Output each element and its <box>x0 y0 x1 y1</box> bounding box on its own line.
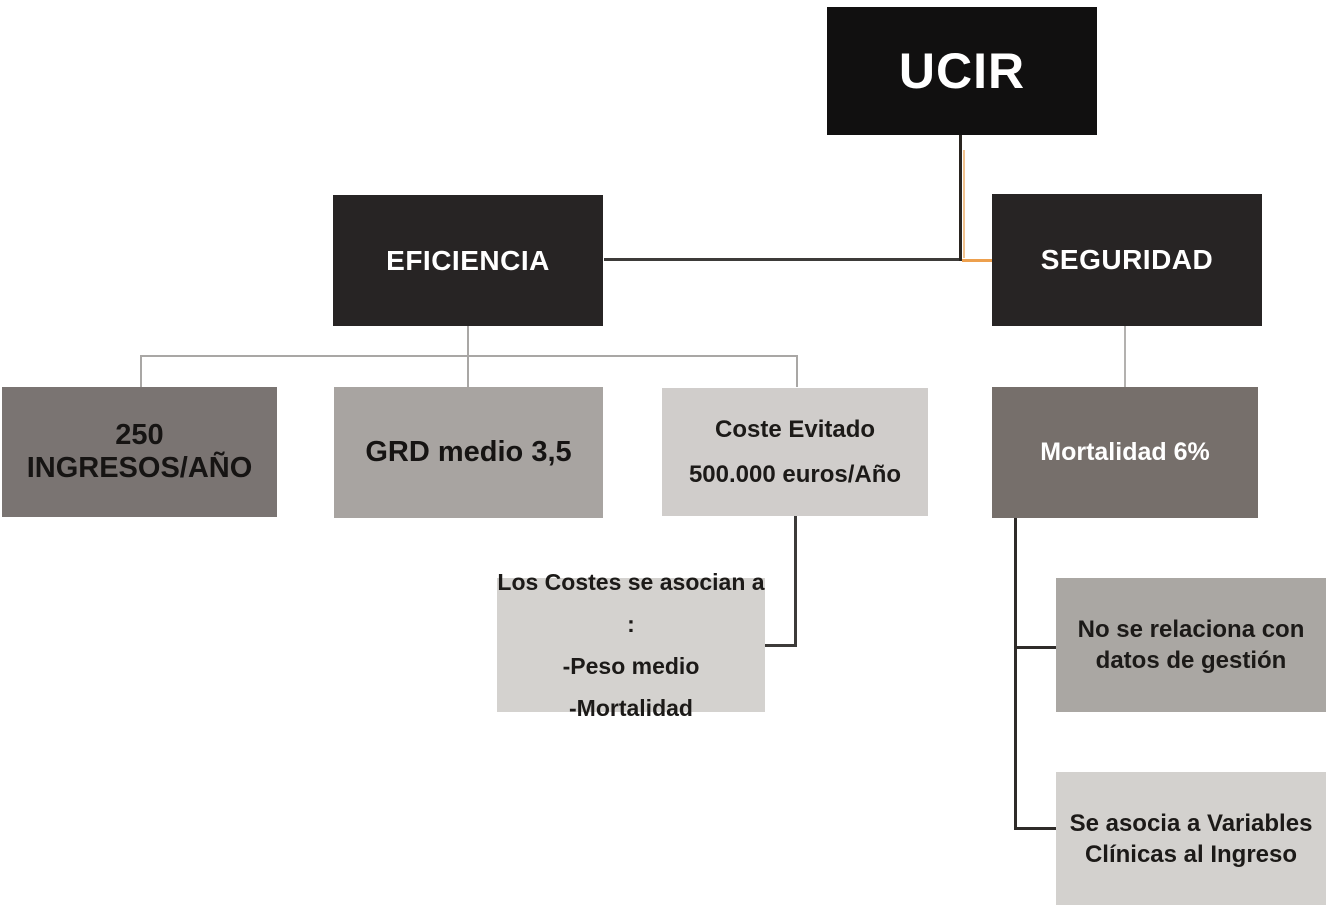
connector-seguridad-vertical <box>1124 326 1126 387</box>
node-costes-asocian-line-3: -Mortalidad <box>569 695 693 721</box>
node-no-relaciona-line-2: datos de gestión <box>1095 647 1287 674</box>
connector-mortalidad-branch-2 <box>1014 827 1056 830</box>
node-ucir: UCIR <box>827 7 1097 135</box>
node-ingresos: 250 INGRESOS/AÑO <box>2 387 277 517</box>
node-grd-label: GRD medio 3,5 <box>365 436 572 468</box>
node-grd: GRD medio 3,5 <box>334 387 603 518</box>
node-se-asocia-line-2: Clínicas al Ingreso <box>1084 840 1298 868</box>
node-eficiencia-label: EFICIENCIA <box>386 244 550 276</box>
node-se-asocia-line-1: Se asocia a Variables <box>1069 809 1313 837</box>
node-ingresos-label: 250 INGRESOS/AÑO <box>26 419 253 484</box>
node-costes-asocian: Los Costes se asocian a : -Peso medio -M… <box>497 569 765 721</box>
connector-orange-segment <box>962 259 992 262</box>
connector-drop-coste <box>796 356 798 387</box>
connector-coste-horizontal <box>765 644 796 647</box>
node-costes-asocian-line-2: -Peso medio <box>562 653 700 679</box>
node-seguridad: SEGURIDAD <box>992 194 1262 326</box>
connector-eficiencia-stub <box>467 326 469 356</box>
node-costes-asocian-line-1: Los Costes se asocian a : <box>497 569 765 637</box>
connector-eficiencia-rake <box>140 355 798 357</box>
node-mortalidad: Mortalidad 6% <box>992 387 1258 518</box>
node-no-relaciona: No se relaciona con datos de gestión <box>1056 578 1326 712</box>
connector-ucir-orange-shadow <box>963 150 965 258</box>
node-mortalidad-label: Mortalidad 6% <box>1040 438 1210 466</box>
node-coste: Coste Evitado 500.000 euros/Año <box>662 388 928 516</box>
connector-drop-grd <box>467 356 469 387</box>
node-eficiencia: EFICIENCIA <box>333 195 603 326</box>
connector-ucir-vertical <box>959 135 962 261</box>
node-ucir-label: UCIR <box>898 43 1026 99</box>
node-coste-line-1: Coste Evitado <box>714 416 876 443</box>
node-coste-line-2: 500.000 euros/Año <box>688 461 902 488</box>
node-se-asocia: Se asocia a Variables Clínicas al Ingres… <box>1056 772 1326 905</box>
connector-drop-ingresos <box>140 356 142 387</box>
connector-eficiencia-horizontal <box>604 258 959 261</box>
node-seguridad-label: SEGURIDAD <box>1040 244 1214 275</box>
node-no-relaciona-line-1: No se relaciona con <box>1077 616 1305 643</box>
connector-mortalidad-vertical <box>1014 518 1017 830</box>
connector-coste-vertical <box>794 516 797 647</box>
connector-mortalidad-branch-1 <box>1014 646 1056 649</box>
